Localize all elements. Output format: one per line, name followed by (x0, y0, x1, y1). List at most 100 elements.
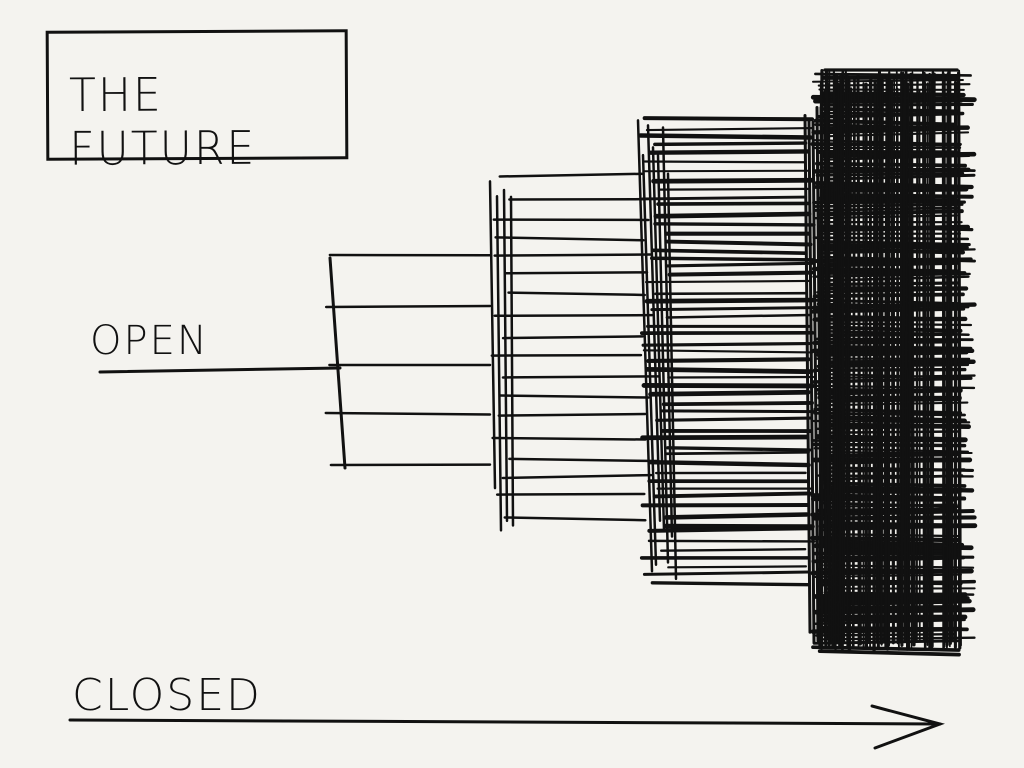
level3-branch (638, 133, 813, 140)
closed-label: CLOSED (72, 670, 262, 721)
level3-branch (644, 279, 812, 284)
level3-vertical (651, 146, 666, 532)
level3-branch (651, 177, 815, 184)
level3-branch (644, 297, 815, 304)
level3-branch (652, 491, 812, 499)
level3-branch (666, 446, 812, 452)
level2-branch (501, 375, 661, 379)
level3-branch (658, 187, 809, 191)
level4-fill (847, 87, 853, 647)
level2-vertical (509, 195, 515, 527)
level2-branch (497, 412, 647, 417)
level4-fill (832, 70, 837, 651)
level4-branch (817, 649, 961, 657)
level1-vertical (328, 256, 347, 470)
level3-branch (649, 256, 815, 262)
level4-fill (833, 87, 839, 642)
level2-branch (490, 353, 643, 357)
level3-branch (642, 169, 811, 173)
level3-branch (656, 201, 812, 206)
level3-branch (653, 211, 812, 219)
level2-vertical (495, 195, 503, 532)
level1-branch (324, 304, 492, 309)
level4-fill (906, 73, 913, 649)
root-line (98, 366, 342, 374)
level2-branch (501, 473, 653, 480)
level4-fill (890, 80, 895, 645)
level3-branch (645, 127, 815, 132)
level4-fill (941, 71, 945, 651)
level3-vertical (646, 124, 662, 523)
level4-fill (958, 69, 962, 647)
level3-branch (664, 261, 814, 268)
level2-branch (508, 457, 660, 463)
level3-branch (653, 141, 808, 147)
level4-branch (811, 645, 961, 652)
level4-fill (945, 70, 951, 649)
level1-branch (324, 411, 492, 416)
level2-branch (501, 335, 644, 340)
level3-branch (642, 349, 814, 354)
level3-branch (640, 434, 809, 441)
level2-branch (504, 271, 649, 275)
level3-branch (641, 341, 811, 347)
level2-branch (493, 253, 653, 257)
open-label: OPEN (90, 318, 209, 364)
level4-fill (872, 79, 877, 652)
level3-branch (650, 581, 810, 587)
level4-branch (824, 547, 959, 554)
level3-branch (665, 450, 810, 456)
level2-branch (498, 172, 645, 178)
level4-fill (922, 69, 925, 643)
level4-fill (915, 77, 919, 643)
arrow-shaft (68, 718, 942, 726)
level2-branch (503, 516, 647, 522)
level2-branch (495, 492, 646, 496)
level3-branch (663, 512, 809, 520)
level3-branch (667, 375, 815, 379)
level2-branch (494, 236, 645, 242)
level3-branch (641, 382, 815, 389)
level4-fill (948, 76, 954, 642)
level3-branch (647, 539, 816, 543)
level2-vertical (488, 180, 497, 490)
level4-fill (903, 70, 908, 643)
level4-fill (837, 82, 842, 648)
level4-fill (900, 80, 907, 647)
level2-branch (493, 313, 654, 318)
level3-branch (648, 459, 811, 468)
level3-branch (643, 160, 807, 164)
level3-branch (667, 565, 808, 569)
level4-branch (821, 605, 960, 611)
level3-branch (659, 409, 817, 414)
level3-branch (647, 526, 814, 533)
closed-arrow (68, 704, 945, 750)
level3-branch (653, 222, 816, 227)
level3-branch (655, 416, 813, 422)
level4-vertical (803, 113, 812, 634)
level4-fill (906, 82, 910, 651)
level4-fill (818, 81, 823, 649)
level4-fill (824, 69, 831, 647)
level2-branch (507, 291, 647, 297)
level3-branch (648, 389, 811, 397)
level3-branch (665, 239, 813, 247)
level4-fill (846, 78, 851, 648)
level3-branch (654, 291, 807, 296)
level4-fill (880, 79, 884, 646)
level3-branch (641, 195, 808, 201)
level2-branch (498, 394, 651, 399)
arrow-head (870, 704, 945, 750)
level3-branch (667, 270, 814, 277)
level4-fill (895, 70, 899, 645)
level3-branch (644, 366, 814, 375)
level2-branch (491, 436, 647, 441)
level4-fill (923, 87, 927, 642)
level4-fill (910, 71, 914, 648)
level4-fill (851, 77, 856, 648)
level3-branch (646, 357, 811, 364)
level3-branch (660, 548, 807, 552)
level3-branch (651, 248, 808, 255)
level3-branch (665, 313, 812, 319)
